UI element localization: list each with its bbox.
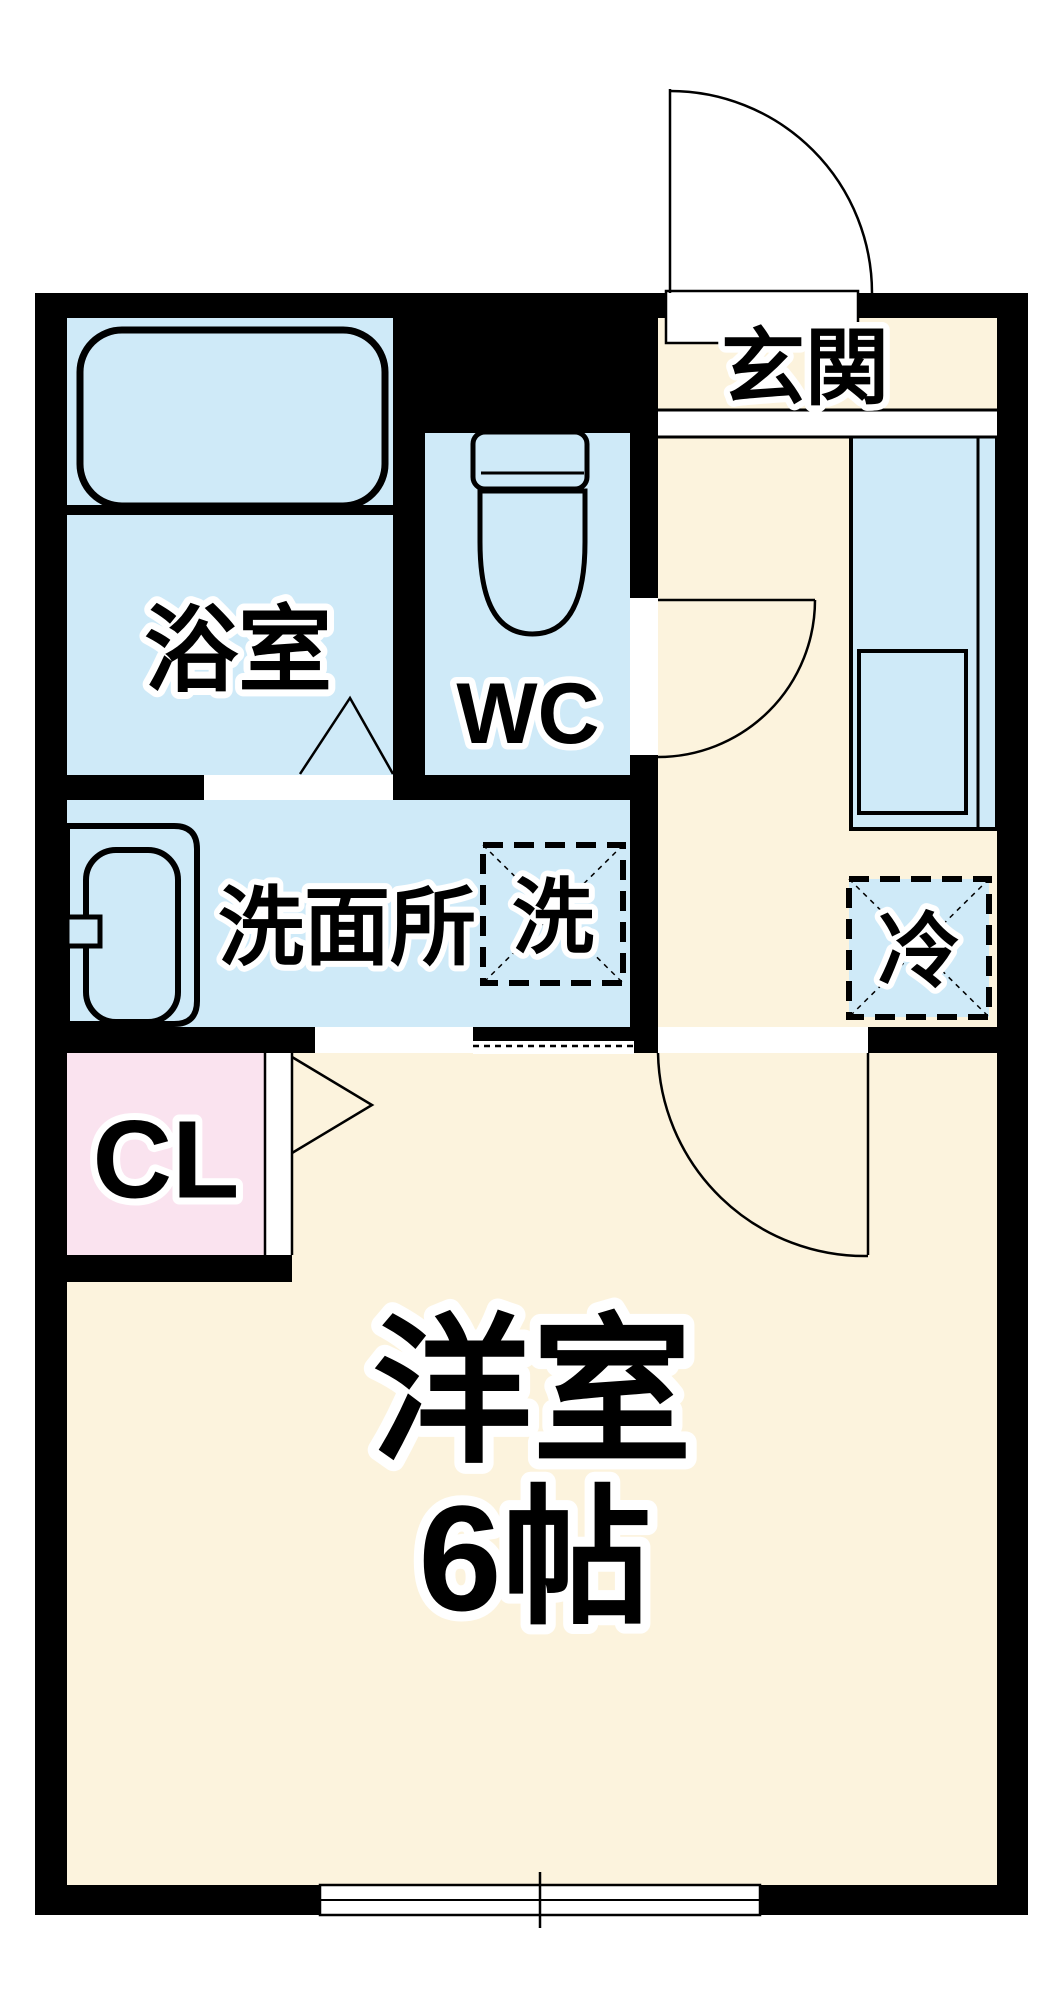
main-room-size-label: 6帖 [418, 1474, 651, 1642]
entrance-door-arc [669, 89, 874, 294]
kitchen-counter-outline [849, 432, 999, 831]
fixtures [64, 326, 590, 1027]
outer-wall-left [35, 293, 67, 1915]
toilet-bowl [477, 488, 588, 637]
wall-bathroom-bottom [35, 775, 204, 800]
bathroom-door-opening [204, 775, 393, 800]
wall-hallway-bottom-right [868, 1027, 997, 1053]
openings [204, 289, 997, 1928]
outer-wall-right [997, 293, 1028, 1915]
fridge-diagonal-2 [848, 878, 990, 1018]
kitchen-counter [849, 432, 999, 831]
closet-door-panel [265, 1053, 292, 1255]
wall-closet-bottom [35, 1255, 292, 1282]
room-labels: 玄関 浴室 WC 洗面所 洗 冷 CL 洋室 6帖 [86, 315, 966, 1653]
main-room-door-opening [658, 1027, 868, 1053]
fridge-space [846, 876, 992, 1020]
toilet-label: WC [456, 666, 599, 762]
washer-diagonal-2 [482, 844, 624, 984]
toilet-tank [470, 429, 590, 492]
wall-washroom-bottom-hanging [473, 1027, 634, 1041]
entrance-threshold [664, 289, 860, 345]
closet-floor [67, 1053, 265, 1255]
wall-washroom-bottom-left [35, 1027, 315, 1053]
door-symbols [291, 89, 874, 1258]
fridge-label: 冷 [878, 907, 960, 998]
bathtub-partition-line [67, 505, 393, 515]
washroom-entry-opening [315, 1027, 473, 1053]
wall-toilet-right-lower [630, 755, 658, 1053]
wall-bathroom-right [393, 318, 425, 800]
washer-diagonal-1 [482, 844, 624, 984]
washroom-label: 洗面所 [218, 880, 476, 976]
fridge-diagonal-1 [848, 878, 990, 1018]
washer-box [480, 842, 626, 986]
main-room-label: 洋室 [372, 1303, 692, 1482]
washer-space [480, 842, 626, 986]
vanity-faucet [64, 914, 103, 949]
wall-above-toilet [425, 318, 658, 433]
outer-wall-top-left [35, 293, 668, 318]
kitchen-sink [857, 649, 968, 815]
toilet-door-arc [657, 599, 817, 759]
washer-alcove-opening [473, 1041, 634, 1054]
closet-label: CL [93, 1099, 240, 1222]
closet-door-swing [291, 1055, 375, 1155]
toilet-door-opening [630, 598, 658, 755]
genkan-step [658, 410, 997, 437]
washer-label: 洗 [512, 873, 594, 964]
outer-wall-top-right [858, 293, 1028, 318]
wall-toilet-right-upper [630, 433, 658, 600]
bathroom-folding-door [298, 695, 395, 775]
wall-toilet-bottom [425, 775, 658, 800]
main-room-door-arc [656, 1052, 869, 1258]
bathroom-label: 浴室 [144, 598, 332, 703]
vanity-counter [64, 823, 200, 1027]
genkan-label: 玄関 [721, 321, 889, 415]
bathtub [76, 326, 389, 510]
